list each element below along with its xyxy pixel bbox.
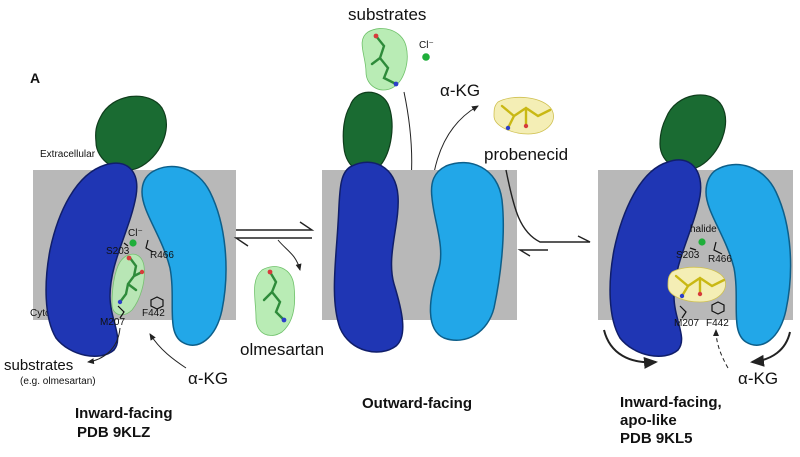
chloride-label-left: Cl⁻ [128, 228, 143, 239]
residue-s203-left: S203 [106, 246, 130, 257]
conformational-arrow-left [603, 329, 658, 369]
substrates-label-middle: substrates [348, 5, 426, 24]
ligand-atom [139, 269, 145, 275]
akg-label-middle: α-KG [440, 81, 480, 100]
chloride-label-middle: Cl⁻ [419, 40, 434, 51]
akg-entry-arrow-left [149, 333, 187, 369]
residue-sticks-left [117, 239, 164, 319]
equilibrium-arrows-icon [233, 221, 315, 271]
cytosol-label: Cytosol [30, 308, 63, 319]
substrates-label-left: substrates [4, 357, 73, 374]
extracellular-domain-left [95, 95, 167, 171]
right-panel: halide S203 R466 M207 F442 α-KG Inward-f… [598, 94, 793, 447]
residue-f442-right: F442 [706, 318, 729, 329]
panel-title-right-line1: Inward-facing, [620, 394, 722, 411]
light-blue-domain-middle [429, 161, 505, 341]
probenecid-molecule [493, 97, 554, 135]
inhibition-equilibrium-arrows-icon [505, 169, 591, 257]
panel-title-right-line2: apo-like [620, 412, 677, 429]
conformational-arrow-right [750, 331, 791, 367]
residue-m207-left: M207 [100, 317, 125, 328]
olmesartan-molecule [254, 266, 296, 336]
halide-label: halide [690, 224, 717, 235]
panel-label: A [30, 70, 40, 86]
extracellular-label: Extracellular [40, 149, 96, 160]
residue-s203-right: S203 [676, 250, 700, 261]
dark-blue-domain-middle [333, 161, 404, 353]
panel-title-left-line1: Inward-facing [75, 405, 173, 422]
substrate-release-arrow [87, 327, 121, 365]
chloride-ion-left [129, 239, 137, 247]
residue-f442-left: F442 [142, 308, 165, 319]
panel-title-left-line2: PDB 9KLZ [77, 424, 150, 441]
akg-label-left: α-KG [188, 369, 228, 388]
substrate-molecule-top [361, 28, 408, 91]
substrates-example-label: (e.g. olmesartan) [20, 376, 96, 387]
chloride-ion-middle [422, 53, 430, 61]
panel-title-middle: Outward-facing [362, 395, 472, 412]
dark-blue-domain-right [609, 159, 702, 357]
halide-ion-right [698, 238, 706, 246]
extracellular-domain-right [659, 94, 727, 171]
akg-label-right: α-KG [738, 369, 778, 388]
residue-r466-right: R466 [708, 254, 732, 265]
residue-sticks-right [679, 241, 725, 319]
light-blue-domain-right [705, 163, 792, 346]
ligand-atom [126, 255, 132, 261]
extracellular-domain-middle [342, 91, 393, 174]
akg-entry-arrow-right [713, 329, 729, 369]
dark-blue-domain-left [45, 162, 138, 357]
middle-panel: substrates Cl⁻ α-KG probenecid Outward-f… [322, 5, 568, 412]
probenecid-label: probenecid [484, 145, 568, 164]
residue-m207-right: M207 [674, 318, 699, 329]
panel-title-right-line3: PDB 9KL5 [620, 430, 693, 447]
probenecid-bound-right [667, 266, 726, 303]
ligand-atom [117, 299, 123, 305]
light-blue-domain-left [141, 165, 227, 346]
olmesartan-label: olmesartan [240, 340, 324, 359]
residue-r466-left: R466 [150, 250, 174, 261]
left-panel: A Extracellular Cytosol Cl⁻ S203 R466 M2… [4, 70, 236, 441]
